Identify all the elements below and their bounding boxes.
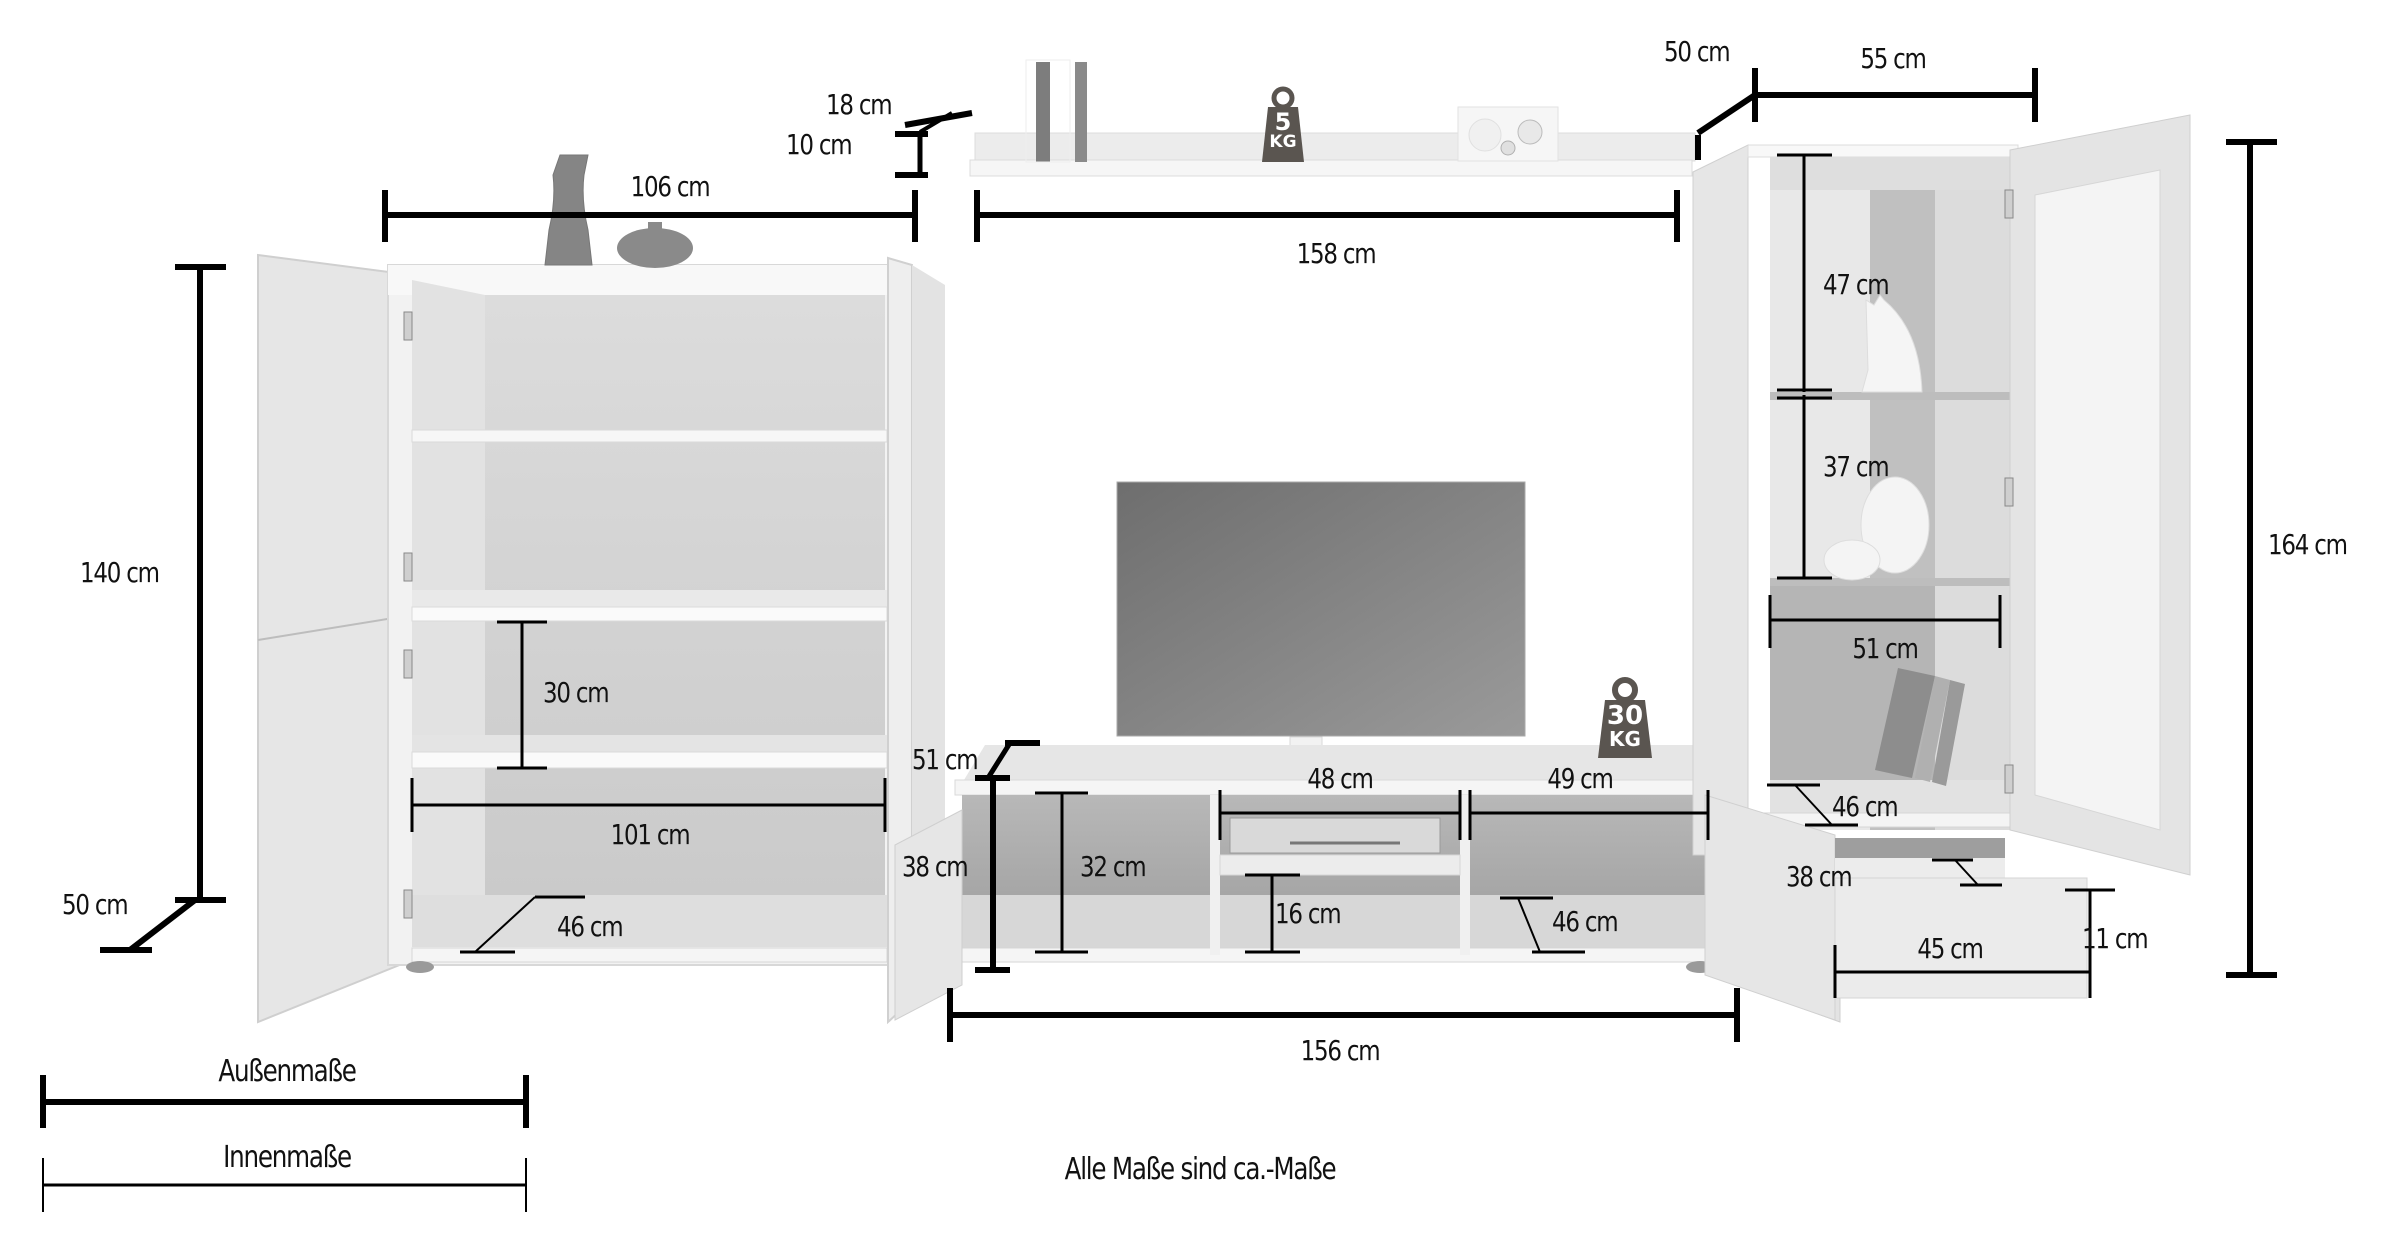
label-vitrine-inner-depth: 46 cm (1832, 790, 1899, 823)
label-tv-stand-right-depth: 46 cm (1552, 905, 1619, 938)
label-highboard-depth: 50 cm (62, 888, 129, 921)
label-drawer-depth: 38 cm (1786, 860, 1853, 893)
label-tv-stand-mid-lower-height: 16 cm (1275, 897, 1342, 930)
label-vitrine-height: 164 cm (2268, 528, 2348, 561)
legend-inner-dimensions: Innenmaße (223, 1140, 352, 1175)
label-vitrine-depth: 50 cm (1664, 35, 1731, 68)
legend-outer-dimensions: Außenmaße (218, 1054, 356, 1089)
label-drawer-width: 45 cm (1917, 932, 1984, 965)
label-drawer-height: 11 cm (2082, 922, 2149, 955)
footer-note: Alle Maße sind ca.-Maße (1064, 1152, 1337, 1187)
weight-icon-5kg (1262, 86, 1304, 162)
label-highboard-inner-width: 101 cm (610, 818, 691, 851)
label-tv-stand-depth: 51 cm (912, 743, 979, 776)
weight-badge-30kg-number: 30 (1606, 701, 1644, 731)
label-tv-stand-right-width: 49 cm (1547, 762, 1614, 795)
label-vitrine-mid-height: 37 cm (1823, 450, 1890, 483)
label-vitrine-inner-width: 51 cm (1852, 632, 1919, 665)
label-shelf-width: 158 cm (1296, 237, 1377, 270)
weight-badge-5kg-number: 5 (1274, 108, 1292, 136)
dimension-lines (40, 68, 2277, 1212)
vitrine-cabinet (1692, 114, 2191, 1021)
label-tv-stand-left-height: 32 cm (1080, 850, 1147, 883)
highboard (257, 154, 945, 1025)
label-shelf-depth: 18 cm (826, 88, 893, 121)
weight-badge-30kg-unit: KG (1609, 727, 1641, 751)
weight-badge-30kg: 30 KG (1598, 703, 1652, 749)
label-highboard-shelf-height: 30 cm (543, 676, 610, 709)
label-tv-stand-height: 38 cm (902, 850, 969, 883)
weight-badge-5kg: 5 KG (1262, 110, 1304, 151)
label-highboard-height: 140 cm (80, 556, 160, 589)
weight-badge-5kg-unit: KG (1269, 132, 1297, 152)
label-vitrine-width: 55 cm (1860, 42, 1927, 75)
label-highboard-inner-depth: 46 cm (557, 910, 624, 943)
weight-icon-30kg (1598, 677, 1652, 758)
wall-shelf (969, 59, 1696, 177)
label-shelf-height: 10 cm (786, 128, 853, 161)
label-highboard-width: 106 cm (630, 170, 711, 203)
television (1116, 481, 1526, 766)
label-tv-stand-mid-width: 48 cm (1307, 762, 1374, 795)
label-vitrine-top-height: 47 cm (1823, 268, 1890, 301)
label-tv-stand-width: 156 cm (1300, 1034, 1381, 1067)
